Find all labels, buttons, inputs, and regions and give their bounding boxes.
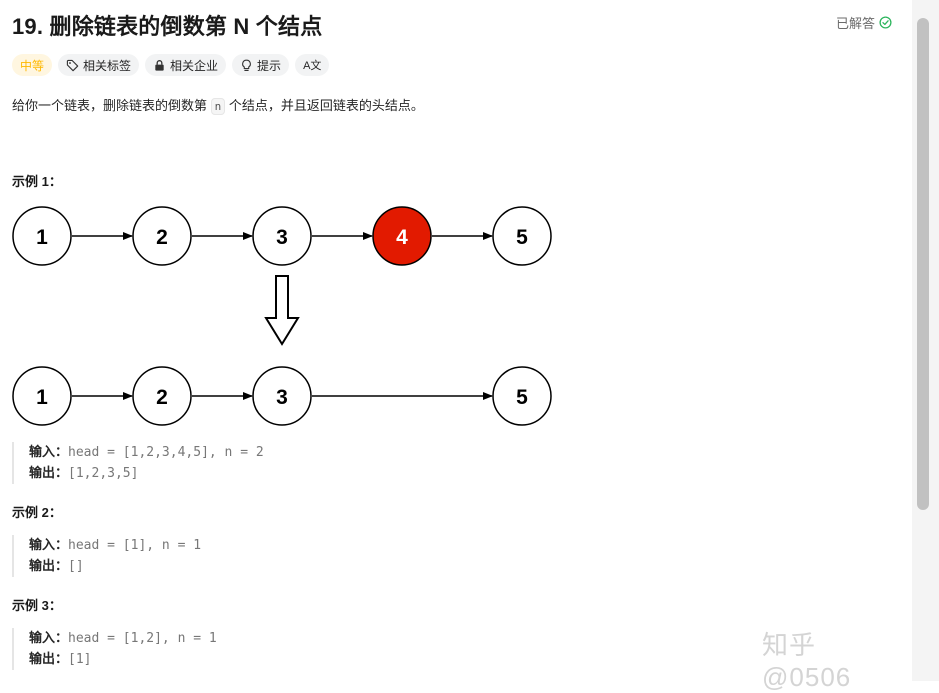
lightbulb-icon [242, 59, 251, 71]
inline-code: n [210, 98, 226, 115]
description-before: 给你一个链表，删除链表的倒数第 [12, 98, 211, 113]
hint-label: 提示 [257, 58, 282, 73]
translate-icon: A文 [303, 60, 322, 72]
list-node [12, 366, 72, 426]
related-tags-button[interactable]: 相关标签 [58, 54, 140, 76]
tag-bar: 中等 相关标签 相关企业 提示 A文 [12, 54, 330, 76]
example-1-title: 示例 1： [12, 174, 62, 189]
input-label: 输入： [29, 630, 69, 645]
output-value: [] [68, 559, 84, 574]
example-3-title: 示例 3： [12, 598, 62, 613]
input-value: head = [1], n = 1 [68, 538, 202, 553]
difficulty-label: 中等 [20, 58, 45, 73]
down-arrow-icon [264, 275, 300, 346]
difficulty-badge[interactable]: 中等 [12, 54, 53, 76]
list-node-label: 2 [156, 386, 168, 409]
tag-icon [66, 59, 79, 71]
list-node [132, 366, 192, 426]
list-node-label: 1 [36, 386, 48, 409]
output-value: [1,2,3,5] [68, 466, 139, 481]
list-node-label: 5 [516, 386, 528, 409]
list-node-label: 2 [156, 226, 168, 249]
input-label: 输入： [29, 537, 69, 552]
list-node [132, 206, 192, 266]
output-value: [1] [68, 652, 92, 667]
list-node [492, 366, 552, 426]
solved-label: 已解答 [836, 16, 876, 31]
example-2-io: 输入：head = [1], n = 1 输出：[] [12, 535, 201, 577]
problem-description: 给你一个链表，删除链表的倒数第 n 个结点，并且返回链表的头结点。 [12, 95, 424, 115]
related-companies-label: 相关企业 [170, 58, 219, 73]
translate-button[interactable]: A文 [295, 54, 330, 76]
watermark: 知乎 @0506 [762, 630, 852, 692]
problem-page: 19. 删除链表的倒数第 N 个结点 已解答 中等 相关标签 相关企业 [12, 13, 892, 692]
input-value: head = [1,2,3,4,5], n = 2 [68, 445, 264, 460]
related-companies-button[interactable]: 相关企业 [145, 54, 227, 76]
removed-list-node [372, 206, 432, 266]
example-3-io: 输入：head = [1,2], n = 1 输出：[1] [12, 628, 217, 670]
output-label: 输出： [29, 558, 69, 573]
input-value: head = [1,2], n = 1 [68, 631, 217, 646]
example-2-title: 示例 2： [12, 505, 62, 520]
list-node [492, 206, 552, 266]
list-before: 1 2 3 4 5 [12, 206, 552, 266]
list-node-label: 3 [276, 386, 288, 409]
list-node-label: 1 [36, 226, 48, 249]
list-node-label: 4 [396, 226, 408, 249]
check-circle-icon [879, 16, 892, 29]
lock-icon [155, 59, 164, 71]
solved-status: 已解答 [836, 13, 892, 32]
list-node-label: 5 [516, 226, 528, 249]
related-tags-label: 相关标签 [83, 58, 132, 73]
description-after: 个结点，并且返回链表的头结点。 [225, 98, 424, 113]
list-node [252, 206, 312, 266]
output-label: 输出： [29, 465, 69, 480]
scrollbar-thumb[interactable] [917, 18, 929, 510]
list-node-label: 3 [276, 226, 288, 249]
example-1-io: 输入：head = [1,2,3,4,5], n = 2 输出：[1,2,3,5… [12, 442, 264, 484]
input-label: 输入： [29, 444, 69, 459]
output-label: 输出： [29, 651, 69, 666]
list-after: 1 2 3 5 [12, 366, 552, 426]
linked-list-diagram: 1 2 3 4 5 1 2 3 5 [12, 206, 552, 426]
list-node [252, 366, 312, 426]
list-node [12, 206, 72, 266]
hint-button[interactable]: 提示 [232, 54, 290, 76]
page-title: 19. 删除链表的倒数第 N 个结点 [12, 14, 323, 39]
